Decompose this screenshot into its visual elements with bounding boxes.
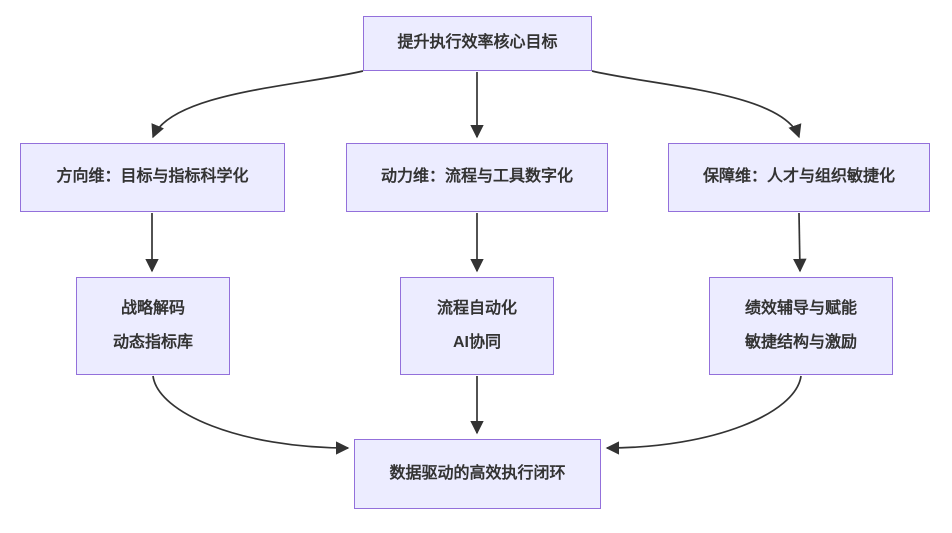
node-power-sub: 流程自动化 AI协同 xyxy=(400,277,554,375)
node-direction: 方向维：目标与指标科学化 xyxy=(20,143,285,212)
edge-goal-to-direction xyxy=(151,70,364,139)
node-support: 保障维：人才与组织敏捷化 xyxy=(668,143,930,212)
edge-direction-sub-to-loop xyxy=(152,375,350,455)
node-support-sub-line2: 敏捷结构与激励 xyxy=(744,334,857,351)
node-power: 动力维：流程与工具数字化 xyxy=(346,143,608,212)
node-direction-label: 方向维：目标与指标科学化 xyxy=(56,168,249,186)
node-loop: 数据驱动的高效执行闭环 xyxy=(354,439,601,509)
node-goal-label: 提升执行效率核心目标 xyxy=(397,34,558,52)
node-power-sub-line2: AI协同 xyxy=(452,334,501,351)
node-direction-sub-line2: 动态指标库 xyxy=(112,334,193,351)
edge-support-to-support-sub xyxy=(792,212,807,273)
node-goal: 提升执行效率核心目标 xyxy=(363,16,592,71)
node-direction-sub: 战略解码 动态指标库 xyxy=(76,277,230,375)
node-loop-label: 数据驱动的高效执行闭环 xyxy=(389,464,566,482)
node-power-label: 动力维：流程与工具数字化 xyxy=(380,168,573,186)
node-support-label: 保障维：人才与组织敏捷化 xyxy=(702,168,895,186)
node-direction-sub-line1: 战略解码 xyxy=(120,299,185,317)
node-support-sub: 绩效辅导与赋能 敏捷结构与激励 xyxy=(709,277,893,375)
edge-support-sub-to-loop xyxy=(605,375,802,455)
edge-goal-to-support xyxy=(591,70,802,139)
node-support-sub-line1: 绩效辅导与赋能 xyxy=(744,299,857,317)
node-power-sub-line1: 流程自动化 xyxy=(436,299,517,317)
